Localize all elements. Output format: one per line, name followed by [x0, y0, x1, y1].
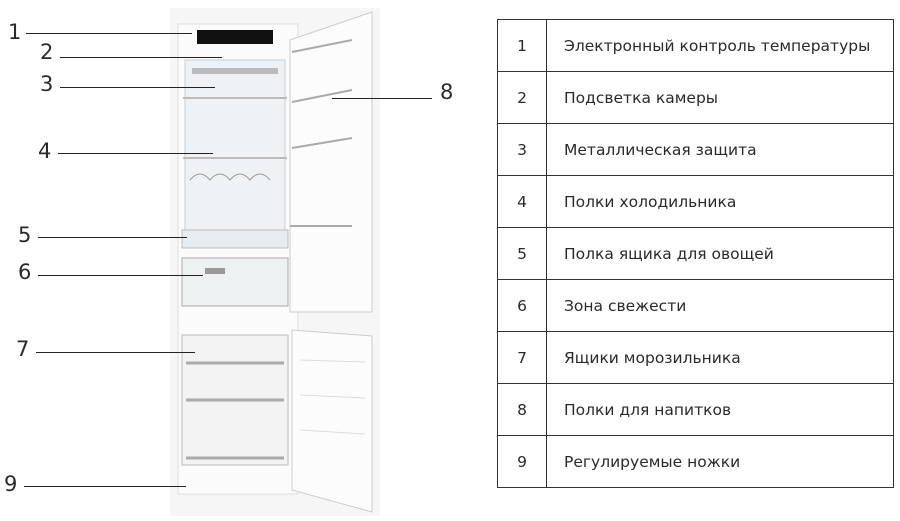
row-number: 4	[497, 175, 547, 228]
row-description: Электронный контроль температуры	[546, 19, 894, 72]
row-number: 5	[497, 227, 547, 280]
callout-3: 3	[40, 72, 54, 96]
leader-line-8	[332, 98, 432, 99]
callout-9: 9	[4, 472, 18, 496]
row-description: Металлическая защита	[546, 123, 894, 176]
leader-line-4	[58, 153, 213, 154]
row-number: 3	[497, 123, 547, 176]
row-description: Полки для напитков	[546, 383, 894, 436]
leader-line-1	[26, 33, 192, 34]
refrigerator-image	[170, 8, 380, 516]
row-number: 1	[497, 19, 547, 72]
callout-2: 2	[40, 40, 54, 64]
row-number: 2	[497, 71, 547, 124]
row-description: Полки холодильника	[546, 175, 894, 228]
leader-line-9	[24, 486, 186, 487]
row-number: 9	[497, 435, 547, 488]
row-number: 7	[497, 331, 547, 384]
row-number: 8	[497, 383, 547, 436]
row-description: Подсветка камеры	[546, 71, 894, 124]
leader-line-5	[38, 237, 187, 238]
callout-8: 8	[440, 80, 454, 104]
leader-line-6	[38, 275, 203, 276]
leader-line-2	[60, 57, 222, 58]
row-description: Ящики морозильника	[546, 331, 894, 384]
callout-1: 1	[8, 20, 22, 44]
control-panel	[197, 30, 273, 44]
row-number: 6	[497, 279, 547, 332]
row-description: Полка ящика для овощей	[546, 227, 894, 280]
callout-7: 7	[16, 337, 30, 361]
callout-6: 6	[18, 260, 32, 284]
callout-4: 4	[38, 139, 52, 163]
leader-line-3	[60, 87, 215, 88]
row-description: Зона свежести	[546, 279, 894, 332]
callout-5: 5	[18, 223, 32, 247]
leader-line-7	[36, 352, 195, 353]
row-description: Регулируемые ножки	[546, 435, 894, 488]
